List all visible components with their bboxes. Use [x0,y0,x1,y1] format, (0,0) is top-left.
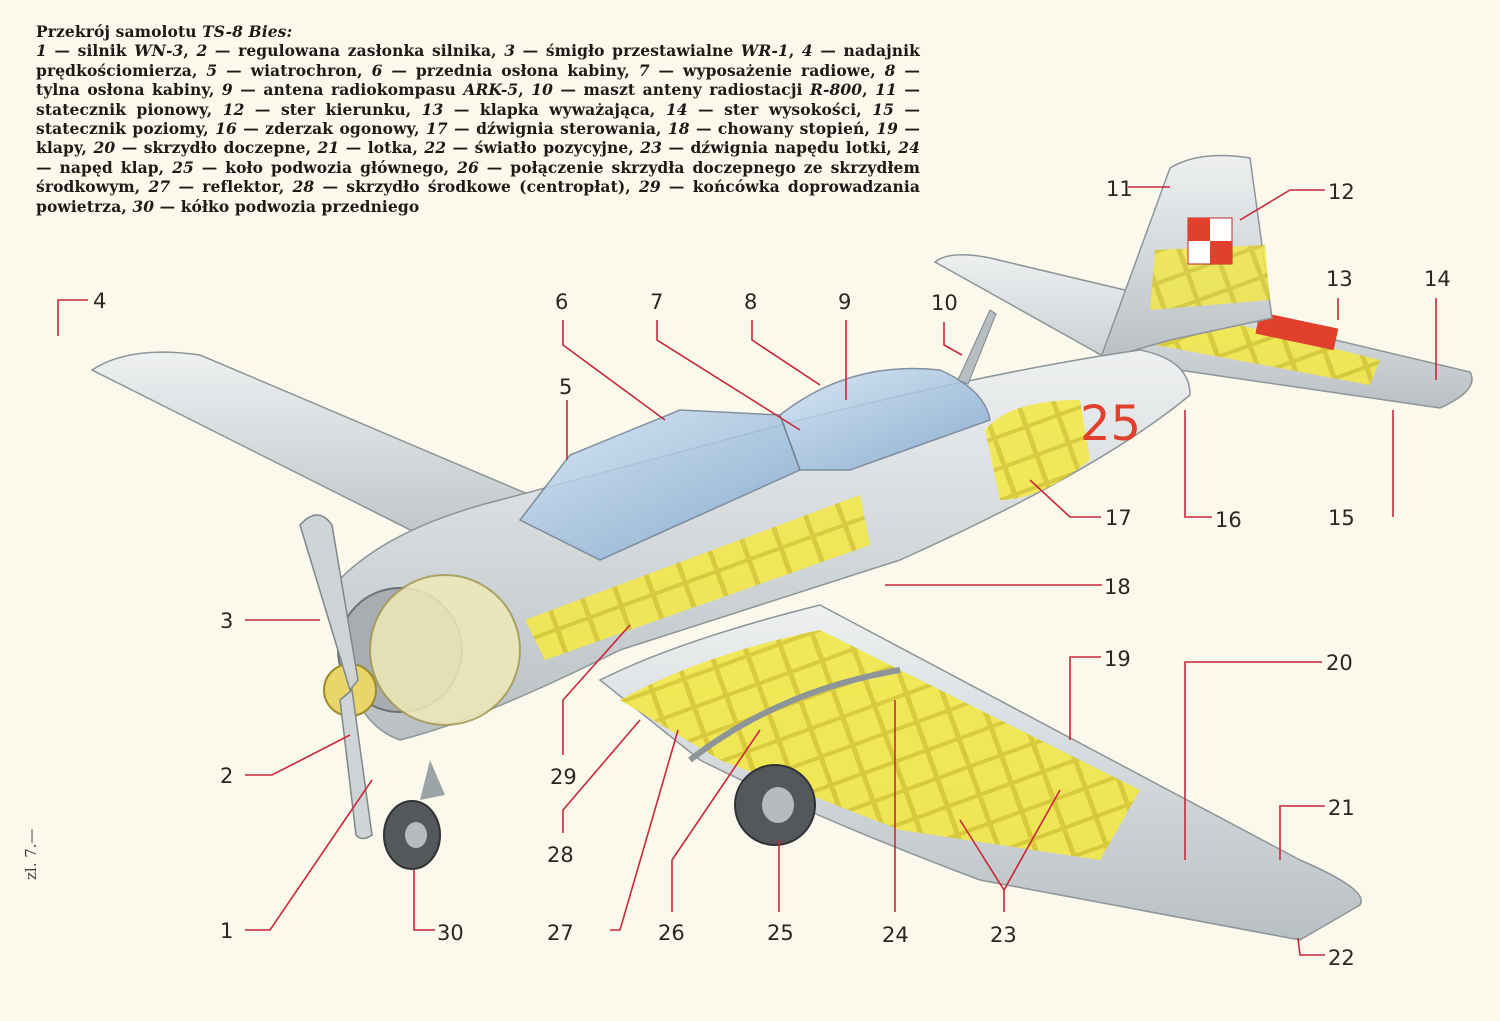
caption-part-10: 10 — maszt anteny radiostacji R-800, [531,80,876,100]
callout-11: 11 [1106,177,1133,201]
caption-part-3: 3 — śmigło przestawialne WR-1, [504,41,802,61]
callout-8: 8 [744,290,757,314]
trim-tab [1255,312,1339,351]
fuselage-side-structure [525,495,870,660]
caption-part-24: 24 — napęd klap, [36,138,921,177]
caption-part-4: 4 — nadajnik prędkościomierza, [36,41,921,80]
aircraft-number-marking: 25 [1080,396,1141,452]
caption-part-1: 1 — silnik WN-3, [36,41,197,61]
callout-29: 29 [550,765,577,789]
caption-part-20: 20 — skrzydło doczepne, [93,138,318,158]
caption-title: Przekrój samolotu TS-8 Bies: [36,22,293,41]
callout-5: 5 [559,375,572,399]
callout-16: 16 [1215,508,1242,532]
caption-part-2: 2 — regulowana zasłonka silnika, [196,41,505,61]
callout-22: 22 [1328,946,1355,970]
callout-30: 30 [437,921,464,945]
wing-joint-line [688,667,901,763]
caption-part-19: 19 — klapy, [36,119,921,158]
caption-part-11: 11 — statecznik pionowy, [36,80,920,119]
callout-19: 19 [1104,647,1131,671]
callout-9: 9 [838,290,851,314]
page-reference: zl. 7.— [22,828,40,880]
callout-2: 2 [220,764,233,788]
caption-part-30: 30 — kółko podwozia przedniego [132,196,420,216]
main-wheel [734,764,816,846]
figure-caption: Przekrój samolotu TS-8 Bies: 1 — silnik … [36,22,920,216]
leader-lines [57,186,1437,956]
callout-27: 27 [547,921,574,945]
callout-24: 24 [882,923,909,947]
rear-fuselage-structure [985,400,1090,500]
callout-12: 12 [1328,180,1355,204]
radio-mast [957,309,997,385]
callout-17: 17 [1105,506,1132,530]
callout-labels: 1 2 3 4 5 6 7 8 9 10 11 12 13 14 15 16 1… [93,177,1451,970]
caption-part-16: 16 — zderzak ogonowy, [215,119,427,139]
caption-part-13: 13 — klapka wyważająca, [421,99,666,119]
caption-part-23: 23 — dźwignia napędu lotki, [640,138,899,158]
caption-part-5: 5 — wiatrochron, [206,60,372,80]
caption-part-7: 7 — wyposażenie radiowe, [638,60,885,80]
callout-10: 10 [931,291,958,315]
caption-part-12: 12 — ster kierunku, [222,99,422,119]
caption-part-21: 21 — lotka, [317,138,425,158]
caption-part-14: 14 — ster wysokości, [665,99,873,119]
rear-canopy [779,367,991,471]
caption-part-9: 9 — antena radiokompasu ARK-5, [221,80,532,100]
fin-structure [1150,245,1270,310]
callout-18: 18 [1104,575,1131,599]
caption-part-28: 28 — skrzydło środkowe (centropłat), [292,177,639,197]
callout-7: 7 [650,290,663,314]
caption-parts-list: 1 — silnik WN-3, 2 — regulowana zasłonka… [36,41,920,215]
caption-part-18: 18 — chowany stopień, [667,119,877,139]
callout-15: 15 [1328,506,1355,530]
caption-part-17: 17 — dźwignia sterowania, [426,119,668,139]
caption-part-22: 22 — światło pozycyjne, [424,138,641,158]
caption-part-29: 29 — końcówka doprowadzania powietrza, [36,177,921,216]
callout-20: 20 [1326,651,1353,675]
caption-part-26: 26 — połączenie skrzydła doczepnego ze s… [36,157,920,197]
caption-part-27: 27 — reflektor, [148,177,293,197]
caption-part-15: 15 — statecznik poziomy, [36,99,921,139]
caption-part-8: 8 — tylna osłona kabiny, [36,60,920,100]
nose-wheel [383,760,445,870]
callout-6: 6 [555,290,568,314]
callout-3: 3 [220,609,233,633]
callout-14: 14 [1424,267,1451,291]
propeller [299,514,373,840]
national-insignia [1187,217,1233,265]
wing-structure [620,630,1140,860]
engine-cowling-shutter [369,574,521,726]
callout-23: 23 [990,923,1017,947]
callout-4: 4 [93,289,106,313]
caption-part-6: 6 — przednia osłona kabiny, [371,60,639,80]
callout-28: 28 [547,843,574,867]
caption-part-25: 25 — koło podwozia głównego, [172,157,458,177]
callout-21: 21 [1328,796,1355,820]
callout-25: 25 [767,921,794,945]
callout-13: 13 [1326,267,1353,291]
callout-1: 1 [220,919,233,943]
callout-26: 26 [658,921,685,945]
